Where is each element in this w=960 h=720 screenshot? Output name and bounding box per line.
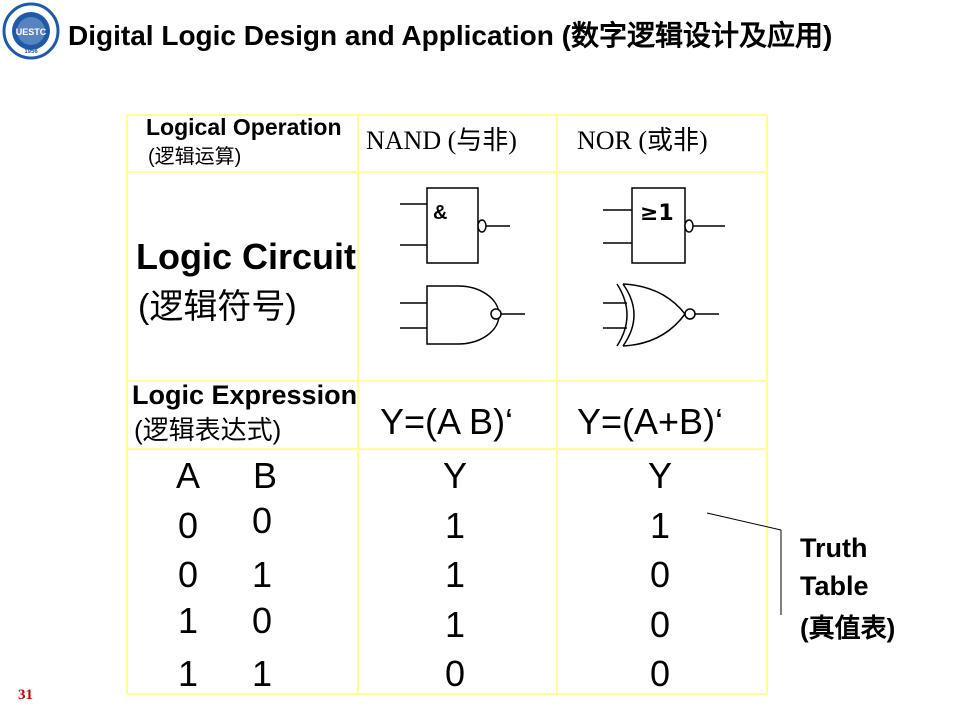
- slide-number: 31: [18, 687, 33, 703]
- slide-title: Digital Logic Design and Application (数字…: [68, 20, 833, 51]
- truth-row-1-nor: 1: [650, 505, 671, 546]
- callout-zh: (真值表): [800, 613, 896, 643]
- truth-row-1-nand: 1: [445, 505, 466, 546]
- truth-row-1-b: 0: [252, 500, 273, 541]
- truth-row-1-a: 0: [178, 505, 199, 546]
- truth-row-3-a: 1: [178, 600, 199, 641]
- truth-header-a: A: [176, 455, 201, 496]
- logo-text: UESTC: [16, 27, 47, 37]
- truth-row-4-nand: 0: [445, 653, 466, 694]
- callout-pointer-line: [706, 512, 782, 531]
- row-header-expression-zh: (逻辑表达式): [134, 415, 282, 445]
- nor-expression: Y=(A+B)‘: [577, 401, 724, 442]
- truth-row-2-nor: 0: [650, 554, 671, 595]
- logo-year: 1956: [24, 49, 38, 55]
- row-header-operation-zh: (逻辑运算): [148, 146, 242, 168]
- university-seal-icon: UESTC 1956: [2, 2, 60, 60]
- callout-table: Table: [800, 571, 869, 601]
- row-header-circuit-zh: (逻辑符号): [138, 288, 297, 326]
- callout-truth: Truth: [800, 533, 868, 563]
- nand-gate-iec-icon: &: [400, 187, 510, 264]
- truth-row-2-b: 1: [252, 554, 273, 595]
- nand-gate-ansi-icon: [400, 285, 525, 345]
- truth-row-3-b: 0: [252, 600, 273, 641]
- nand-symbol-label: &: [433, 202, 447, 224]
- truth-row-4-a: 1: [178, 653, 199, 694]
- nor-gate-ansi-icon: [603, 283, 719, 347]
- row-header-circuit-en: Logic Circuit: [136, 236, 357, 277]
- nor-gate-iec-icon: ≥1: [603, 187, 725, 264]
- truth-row-4-nor: 0: [650, 653, 671, 694]
- row-header-operation-en: Logical Operation: [146, 114, 342, 140]
- nor-symbol-label: ≥1: [640, 201, 674, 226]
- truth-row-4-b: 1: [252, 653, 273, 694]
- column-header-nand: NAND (与非): [366, 126, 517, 155]
- truth-header-nor: Y: [648, 455, 673, 496]
- truth-row-2-a: 0: [178, 554, 199, 595]
- truth-row-3-nor: 0: [650, 604, 671, 645]
- truth-row-3-nand: 1: [445, 604, 466, 645]
- truth-row-2-nand: 1: [445, 554, 466, 595]
- row-header-expression-en: Logic Expression: [132, 380, 358, 410]
- truth-header-b: B: [253, 455, 278, 496]
- column-header-nor: NOR (或非): [577, 126, 708, 155]
- truth-header-nand: Y: [443, 455, 468, 496]
- nand-expression: Y=(A B)‘: [380, 401, 514, 442]
